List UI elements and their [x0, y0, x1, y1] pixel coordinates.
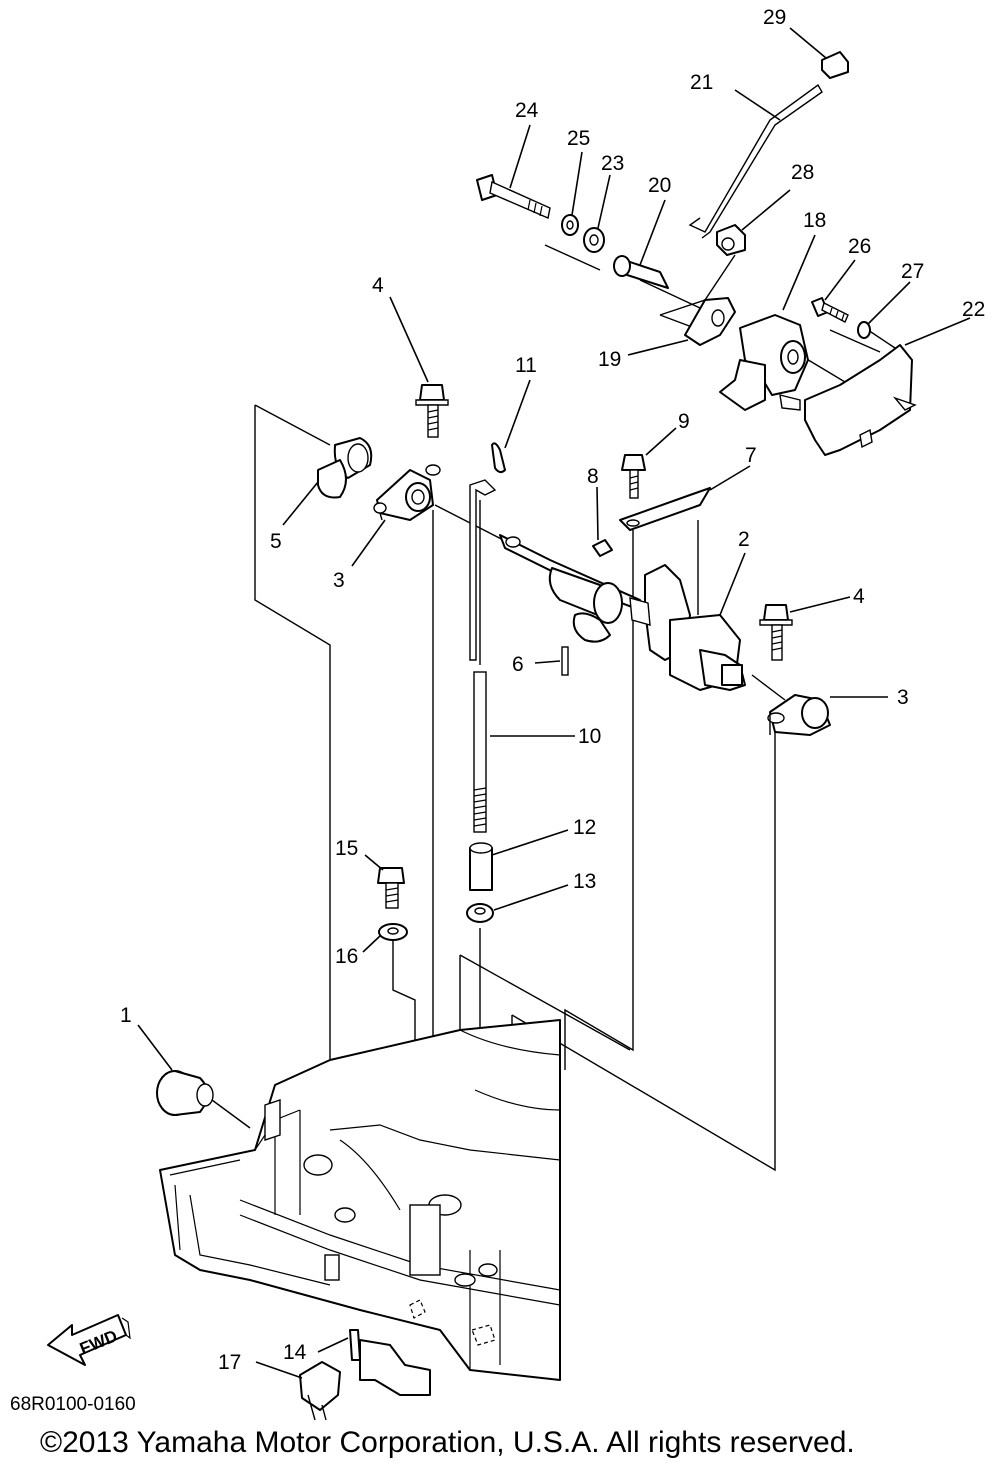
callout-7: 7: [745, 444, 757, 467]
part-28-joint: [716, 224, 746, 256]
part-12-spacer: [469, 842, 493, 891]
part-26-bolt: [811, 297, 849, 323]
callout-12: 12: [573, 816, 596, 839]
part-29-cap: [821, 51, 849, 79]
part-1-grommet: [156, 1070, 251, 1129]
callout-10: 10: [578, 725, 601, 748]
part-21-link-rod: [688, 83, 823, 239]
part-16-washer: [378, 923, 408, 941]
part-2-shift-shaft: [499, 534, 746, 691]
part-9-bolt: [621, 454, 646, 499]
callout-3-left: 3: [333, 569, 345, 592]
callout-15: 15: [335, 837, 358, 860]
callout-1: 1: [120, 1004, 132, 1027]
part-23-washer: [583, 227, 605, 253]
part-14-clip: [349, 1329, 361, 1361]
callout-leaders: [137, 27, 971, 1379]
callout-numbers: 1 2 3 3 4 4 5 6 7 8 9 10 11 12 13 14 15 …: [120, 6, 985, 1374]
part-20-collar: [613, 255, 669, 289]
part-4-bolt-upper: [415, 384, 449, 476]
diagram-code: 68R0100-0160: [10, 1394, 136, 1415]
part-3-lever-left: [373, 469, 434, 521]
part-27-washer: [857, 321, 871, 339]
callout-3-right: 3: [897, 686, 909, 709]
part-5-collar: [317, 437, 373, 499]
part-18-bracket: [719, 314, 809, 411]
part-11-clip: [491, 442, 506, 474]
part-7-plate: [619, 487, 711, 531]
callout-4-right: 4: [853, 585, 865, 608]
callout-25: 25: [567, 127, 590, 150]
callout-18: 18: [803, 209, 826, 232]
callout-16: 16: [335, 945, 358, 968]
part-22-plate: [804, 344, 917, 456]
callout-28: 28: [791, 161, 814, 184]
callout-5: 5: [270, 530, 282, 553]
callout-8: 8: [587, 465, 599, 488]
part-13-nut: [466, 903, 494, 923]
callout-26: 26: [848, 235, 871, 258]
part-24-bolt: [476, 174, 551, 219]
part-25-washer: [561, 214, 579, 236]
callout-13: 13: [573, 870, 596, 893]
callout-22: 22: [962, 298, 985, 321]
callout-11: 11: [515, 354, 537, 377]
callout-4-upper: 4: [372, 274, 384, 297]
part-17-clamp: [299, 1361, 341, 1421]
callout-2: 2: [738, 528, 750, 551]
part-19-lever: [684, 297, 736, 346]
callout-19: 19: [598, 348, 621, 371]
callout-9: 9: [678, 410, 690, 433]
callout-17: 17: [218, 1351, 241, 1374]
callout-14: 14: [283, 1341, 307, 1364]
part-10-shift-rod: [469, 479, 497, 833]
bottom-cowling: [159, 1019, 561, 1396]
callout-21: 21: [690, 71, 713, 94]
part-15-bolt: [377, 867, 405, 909]
part-6-pin: [561, 646, 569, 676]
callout-23: 23: [601, 152, 624, 175]
part-4-bolt-right: [759, 604, 793, 661]
part-3-lever-right: [767, 694, 831, 736]
fwd-arrow-icon: FWD: [47, 1314, 131, 1366]
callout-29: 29: [763, 6, 786, 29]
callout-24: 24: [515, 99, 539, 122]
callout-20: 20: [648, 174, 671, 197]
callout-27: 27: [901, 260, 924, 283]
part-8-clip: [592, 539, 613, 557]
copyright-notice: ©2013 Yamaha Motor Corporation, U.S.A. A…: [40, 1426, 855, 1459]
callout-6: 6: [512, 653, 524, 676]
